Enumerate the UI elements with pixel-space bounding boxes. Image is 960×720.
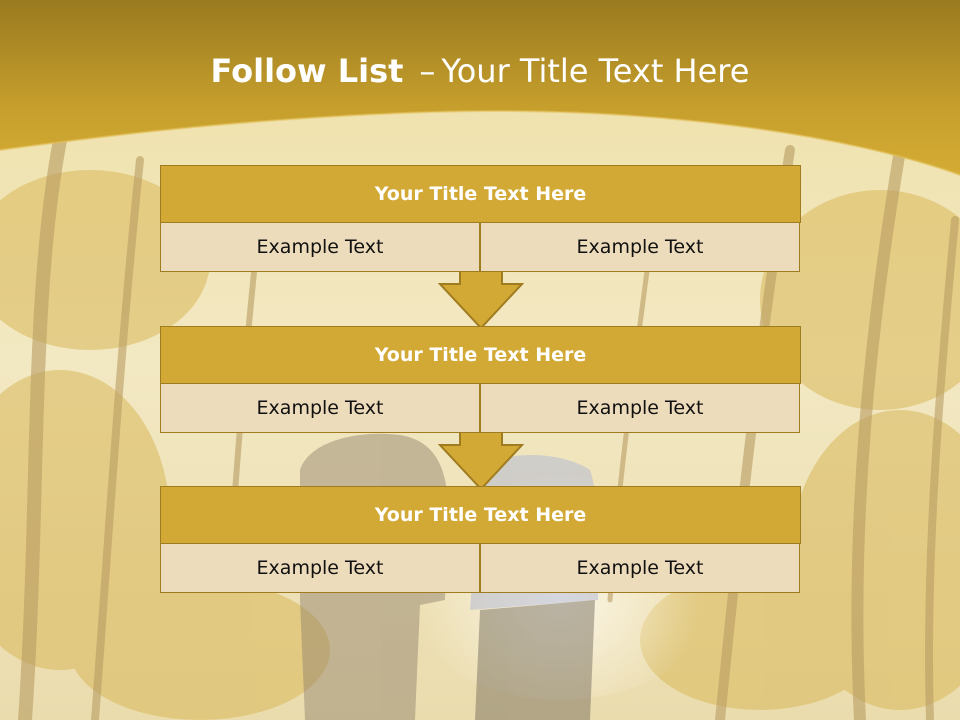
block-cell-left: Example Text bbox=[160, 222, 480, 272]
block-cell-right: Example Text bbox=[480, 222, 800, 272]
title-bold: Follow List bbox=[210, 52, 404, 90]
header-band bbox=[0, 0, 960, 175]
block-title: Your Title Text Here bbox=[160, 326, 801, 384]
down-arrow-icon bbox=[438, 424, 524, 491]
block-cell-right: Example Text bbox=[480, 543, 800, 593]
block-cell-left: Example Text bbox=[160, 383, 480, 433]
block-cell-right: Example Text bbox=[480, 383, 800, 433]
block-cell-left: Example Text bbox=[160, 543, 480, 593]
title-separator: – bbox=[419, 52, 436, 90]
block-title: Your Title Text Here bbox=[160, 486, 801, 544]
title-rest: Your Title Text Here bbox=[441, 52, 750, 90]
down-arrow-icon bbox=[438, 263, 524, 330]
block-title: Your Title Text Here bbox=[160, 165, 801, 223]
slide-title: Follow List–Your Title Text Here bbox=[0, 52, 960, 90]
